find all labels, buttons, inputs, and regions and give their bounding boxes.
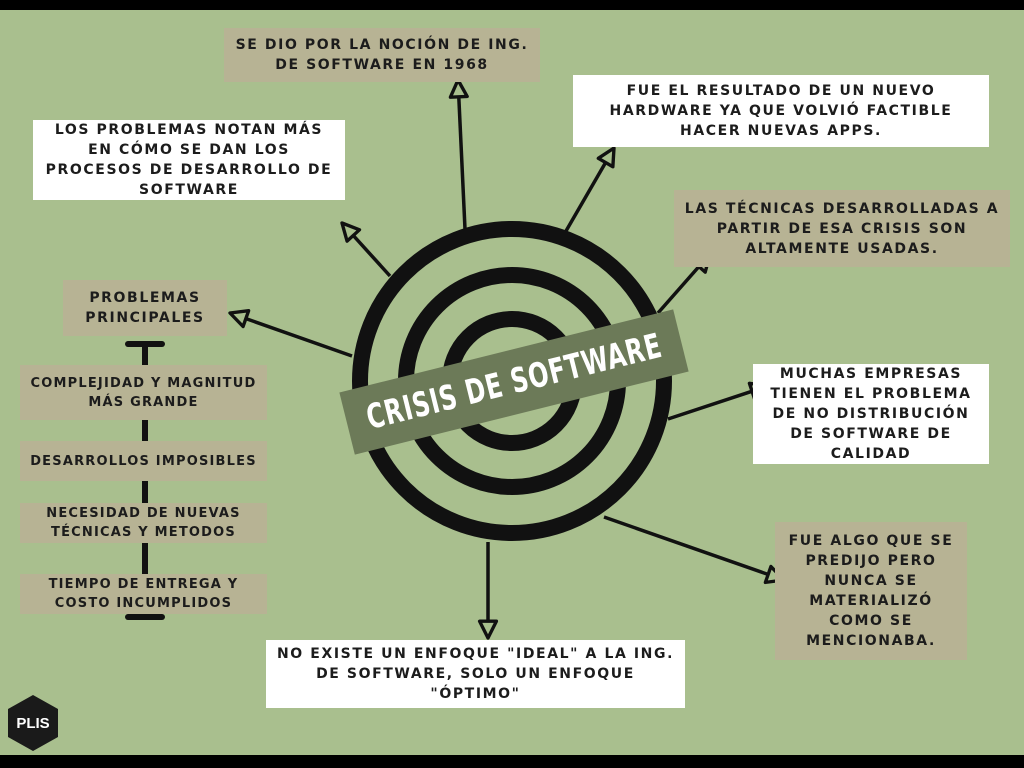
arrow-to-problems <box>228 308 353 358</box>
node-predicted: FUE ALGO QUE SE PREDIJO PERO NUNCA SE MA… <box>775 522 967 660</box>
problem-item: COMPLEJIDAD Y MAGNITUD MÁS GRANDE <box>20 365 267 420</box>
diagram-layer: CRISIS DE SOFTWARE SE DIO POR LA NOCIÓN … <box>0 10 1024 755</box>
arrow-to-predicted <box>603 515 786 585</box>
arrow-to-1968 <box>448 78 469 230</box>
problems-heading: PROBLEMAS PRINCIPALES <box>63 280 227 336</box>
node-techniques: LAS TÉCNICAS DESARROLLADAS A PARTIR DE E… <box>674 190 1010 267</box>
plis-logo-icon <box>8 695 58 751</box>
node-1968: SE DIO POR LA NOCIÓN DE ING. DE SOFTWARE… <box>224 28 540 82</box>
logo-text: PLIS <box>16 714 50 732</box>
diagram-canvas: CRISIS DE SOFTWARE SE DIO POR LA NOCIÓN … <box>0 10 1024 755</box>
problem-item: TIEMPO DE ENTREGA Y COSTO INCUMPLIDOS <box>20 574 267 614</box>
problem-item: NECESIDAD DE NUEVAS TÉCNICAS Y METODOS <box>20 503 267 543</box>
arrow-to-companies <box>667 381 770 421</box>
node-processes: LOS PROBLEMAS NOTAN MÁS EN CÓMO SE DAN L… <box>33 120 345 200</box>
arrow-to-hardware <box>564 146 616 232</box>
target-ring-outer <box>352 221 672 541</box>
node-hardware: FUE EL RESULTADO DE UN NUEVO HARDWARE YA… <box>573 75 989 147</box>
problem-item: DESARROLLOS IMPOSIBLES <box>20 441 267 481</box>
node-companies: MUCHAS EMPRESAS TIENEN EL PROBLEMA DE NO… <box>753 364 989 464</box>
arrow-to-processes <box>340 221 392 278</box>
node-approach: NO EXISTE UN ENFOQUE "IDEAL" A LA ING. D… <box>266 640 685 708</box>
